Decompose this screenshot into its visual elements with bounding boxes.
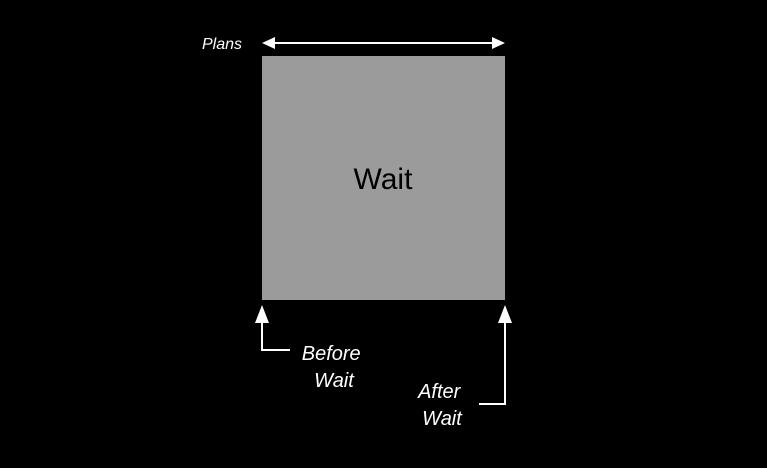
wait-box-label: Wait [354, 163, 414, 196]
wait-box [262, 56, 505, 300]
plans-label: Plans [202, 36, 242, 53]
after-wait-line2: Wait [422, 408, 463, 430]
before-wait-line1: Before [302, 343, 361, 365]
before-wait-label: Before Wait [302, 343, 367, 392]
after-wait-arrow [479, 305, 512, 405]
after-wait-label: After Wait [417, 381, 466, 430]
before-wait-line2: Wait [314, 370, 355, 392]
before-wait-arrow [255, 305, 290, 351]
after-wait-line1: After [417, 381, 462, 403]
plans-double-arrow [262, 37, 505, 49]
